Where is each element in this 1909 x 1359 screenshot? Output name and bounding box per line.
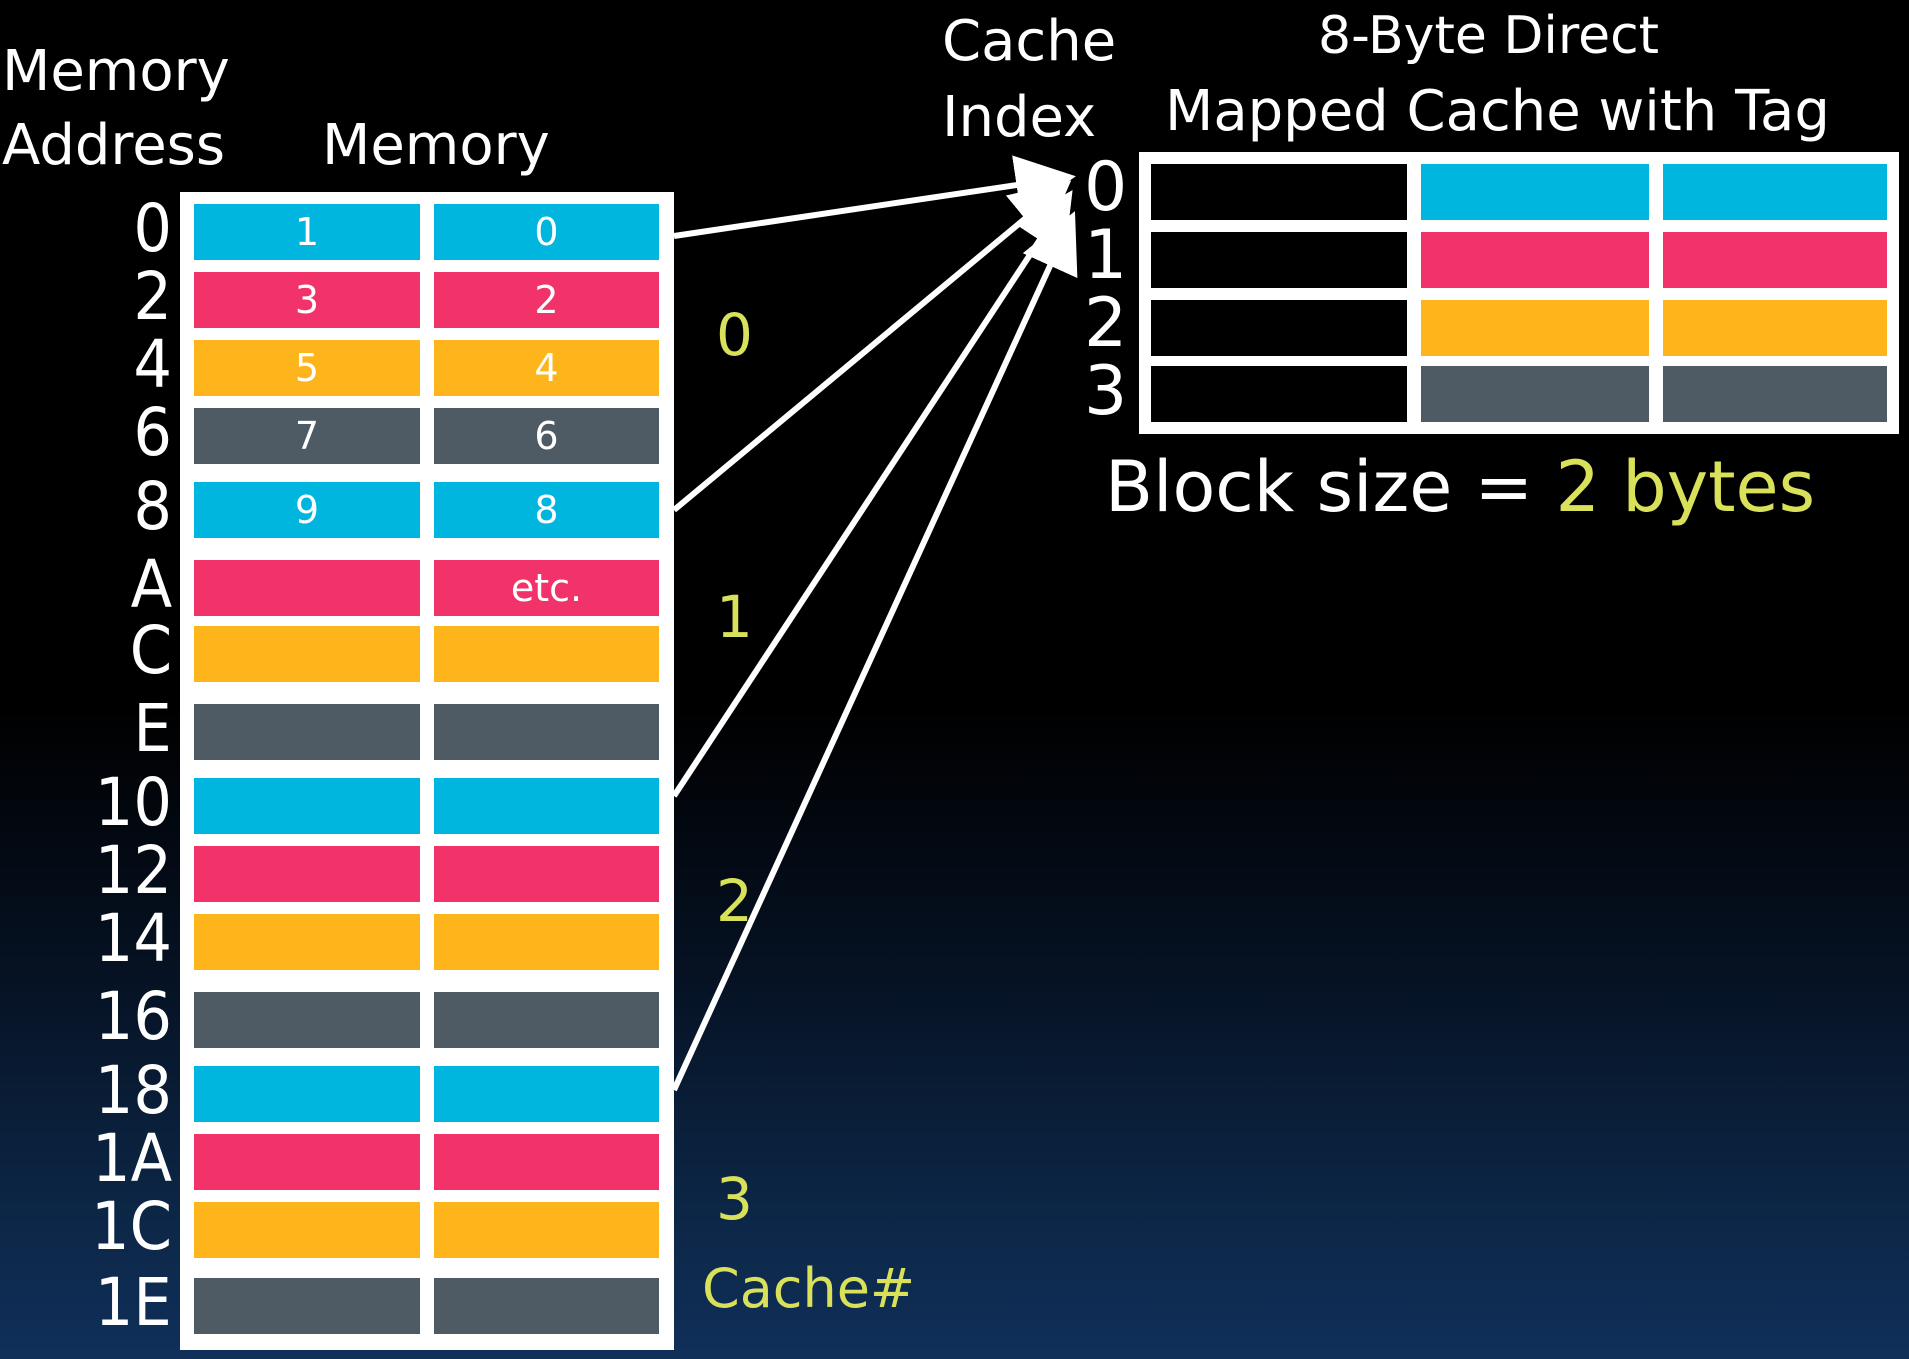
block-size-value: 2 bytes [1555,446,1816,528]
cache-data-cell [1663,164,1887,220]
memory-cell [194,846,420,902]
memory-cell: 8 [434,482,659,538]
memory-cell-value: 8 [534,488,559,532]
cache-group-label-3: 3 [716,1165,753,1233]
cache-group-label-1: 1 [716,583,753,651]
memory-cell [434,1066,659,1122]
mapping-arrow [671,189,1073,798]
memory-cell [434,1278,659,1334]
cache-tag-cell [1151,300,1407,356]
cache-data-cell [1421,300,1649,356]
memory-address-label: 1E [94,1264,172,1341]
memory-cell-value: 0 [534,210,559,254]
memory-cell [194,560,420,616]
memory-cell-value: 4 [534,346,559,390]
cache-number-label: Cache# [702,1257,916,1320]
memory-address-label: 1C [90,1188,172,1265]
memory-cell-value: etc. [510,566,583,610]
memory-cell: 4 [434,340,659,396]
memory-cell [194,914,420,970]
memory-address-label: 10 [94,764,172,841]
memory-cell [194,1066,420,1122]
memory-cell [434,1202,659,1258]
memory-cell-value: 9 [294,488,320,532]
cache-index-header-line2: Index [942,85,1097,150]
memory-address-label: 1A [91,1120,172,1197]
memory-table: 1 0 3 2 5 4 7 6 9 8 etc. [180,192,674,1350]
memory-address-label: 0 [133,190,172,267]
memory-cell-value: 1 [294,210,320,254]
cache-data-cell [1663,300,1887,356]
memory-cell [434,1134,659,1190]
memory-cell-value: 2 [534,278,559,322]
cache-index-header-line1: Cache [942,9,1117,74]
memory-cell [194,992,420,1048]
memory-address-label: 8 [133,468,172,545]
memory-address-label: 16 [94,978,172,1055]
memory-address-label: 14 [94,900,172,977]
cache-index-label: 3 [1084,352,1128,431]
memory-cell-value: 7 [294,414,320,458]
memory-cell: 5 [194,340,420,396]
memory-cell [434,704,659,760]
memory-cell [434,626,659,682]
memory-cell [434,914,659,970]
memory-cell: 0 [434,204,659,260]
cache-tag-cell [1151,164,1407,220]
memory-cell: 6 [434,408,659,464]
memory-cell [434,846,659,902]
mapping-arrow [673,155,1076,239]
memory-cell-value: 5 [294,346,320,390]
cache-group-label-2: 2 [716,867,753,935]
mapping-arrow [672,180,1072,513]
cache-data-cell [1421,164,1649,220]
memory-cell [434,992,659,1048]
memory-address-header-line2: Address [2,113,226,178]
memory-address-label: 18 [94,1052,172,1129]
cache-tag-cell [1151,366,1407,422]
memory-cell [194,1278,420,1334]
cache-group-label-0: 0 [716,301,753,369]
memory-address-label: C [129,612,172,689]
cache-data-cell [1663,232,1887,288]
cache-title-line2: Mapped Cache with Tag [1165,79,1830,144]
memory-cell [194,704,420,760]
memory-header: Memory [322,113,550,178]
memory-address-label: 2 [133,258,172,335]
memory-cell [194,1202,420,1258]
memory-address-label: 12 [94,832,172,909]
memory-address-label: E [133,690,172,767]
cache-index-label: 2 [1084,284,1128,363]
cache-index-label: 0 [1084,148,1128,227]
memory-cell: 1 [194,204,420,260]
memory-cell: 9 [194,482,420,538]
cache-tag-cell [1151,232,1407,288]
cache-data-cell [1421,366,1649,422]
cache-table [1139,152,1899,434]
mapping-arrow [671,211,1078,1092]
memory-cell [434,778,659,834]
block-size-label: Block size = 2 bytes [1105,452,1815,522]
memory-cell-value: 3 [294,278,320,322]
memory-address-label: A [130,546,172,623]
memory-cell: etc. [434,560,659,616]
memory-address-header-line1: Memory [2,39,230,104]
memory-cell-value: 6 [534,414,559,458]
memory-address-label: 6 [133,394,172,471]
memory-cell [194,778,420,834]
memory-cell [194,626,420,682]
memory-cell: 7 [194,408,420,464]
cache-title-line1: 8-Byte Direct [1318,6,1660,66]
cache-data-cell [1663,366,1887,422]
memory-cell [194,1134,420,1190]
memory-cell: 3 [194,272,420,328]
cache-data-cell [1421,232,1649,288]
memory-address-label: 4 [133,326,172,403]
memory-cell: 2 [434,272,659,328]
cache-index-label: 1 [1084,216,1128,295]
block-size-text: Block size = [1105,446,1534,528]
